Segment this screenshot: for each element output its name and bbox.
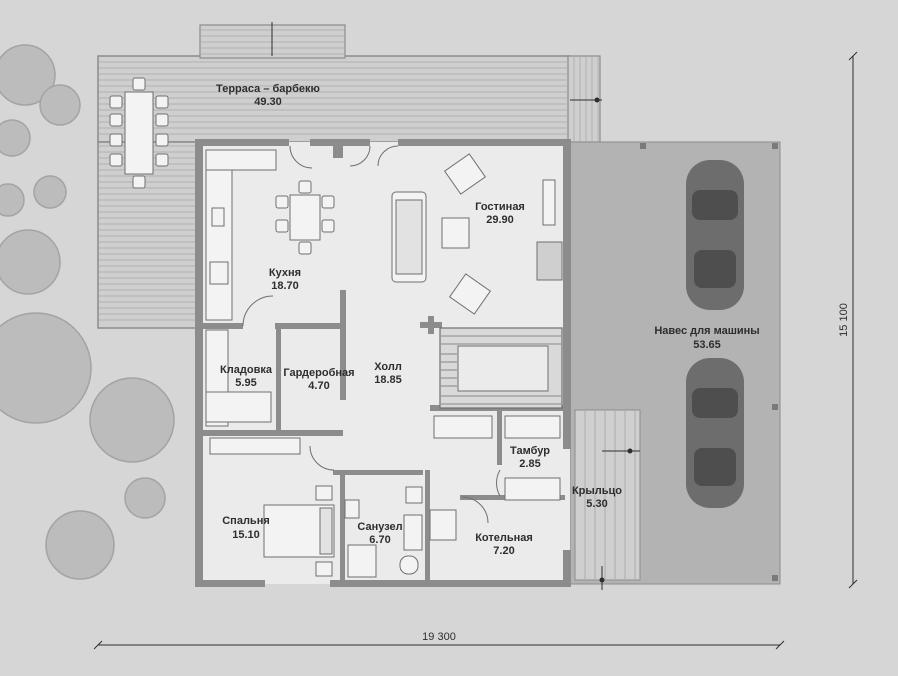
doors (242, 145, 501, 524)
porch-steps (574, 409, 641, 581)
room-name-bathroom: Санузел (357, 521, 402, 533)
toilet (399, 555, 419, 575)
dimension-height: 15 100 (838, 303, 850, 337)
chair (109, 113, 123, 127)
room-area-porch: 5.30 (586, 498, 607, 510)
staircase (439, 327, 563, 409)
room-area-terrace: 49.30 (254, 96, 282, 108)
room-area-boiler: 7.20 (493, 545, 514, 557)
kitchen-counter (205, 149, 233, 321)
room-area-vestibule: 2.85 (519, 458, 540, 470)
chair (155, 153, 169, 167)
room-area-living: 29.90 (486, 214, 514, 226)
room-name-hall: Холл (374, 361, 402, 373)
washbasin (344, 499, 360, 519)
chair (275, 195, 289, 209)
room-name-porch: Крыльцо (572, 485, 622, 497)
dimension-width: 19 300 (422, 631, 456, 643)
fireplace (536, 241, 563, 281)
room-area-bedroom: 15.10 (232, 529, 260, 541)
room-name-boiler: Котельная (475, 532, 533, 544)
chair (275, 219, 289, 233)
room-name-terrace: Терраса – барбекю (216, 83, 320, 95)
coffee-table (441, 217, 470, 249)
room-area-carport: 53.65 (693, 339, 721, 351)
chair (132, 175, 146, 189)
room-area-kitchen: 18.70 (271, 280, 299, 292)
room-name-carport: Навес для машины (654, 325, 759, 337)
armchair-bottom (448, 273, 492, 315)
tv-unit (542, 179, 556, 226)
room-labels: Терраса – барбекю 49.30 Гостиная 29.90 К… (216, 83, 760, 557)
furniture (124, 91, 563, 578)
shower (347, 544, 377, 578)
chair (109, 133, 123, 147)
chair (109, 153, 123, 167)
terrace-dining-table (124, 91, 154, 175)
boiler-unit (429, 509, 457, 541)
room-area-pantry: 5.95 (235, 377, 256, 389)
room-name-pantry: Кладовка (220, 364, 273, 376)
trees (0, 44, 175, 580)
carport-posts (640, 143, 778, 581)
chair (132, 77, 146, 91)
chairs (109, 77, 335, 255)
room-area-wardrobe: 4.70 (308, 380, 329, 392)
chair (321, 195, 335, 209)
chair (155, 133, 169, 147)
room-name-wardrobe: Гардеробная (283, 367, 354, 379)
dimension-lines (93, 51, 858, 650)
room-name-living: Гостиная (475, 201, 525, 213)
chair (155, 95, 169, 109)
cars (686, 160, 744, 508)
entry-arrows (271, 22, 640, 590)
chair (298, 180, 312, 194)
chair (298, 241, 312, 255)
chair (109, 95, 123, 109)
chair (321, 219, 335, 233)
room-area-hall: 18.85 (374, 374, 402, 386)
room-name-bedroom: Спальня (222, 515, 270, 527)
room-name-vestibule: Тамбур (510, 445, 550, 457)
kitchen-sink (211, 207, 225, 227)
chair (155, 113, 169, 127)
room-area-bathroom: 6.70 (369, 534, 390, 546)
kitchen-dining-table (289, 194, 321, 241)
armchair-top (443, 153, 487, 195)
cooktop (209, 261, 229, 285)
room-name-kitchen: Кухня (269, 267, 301, 279)
